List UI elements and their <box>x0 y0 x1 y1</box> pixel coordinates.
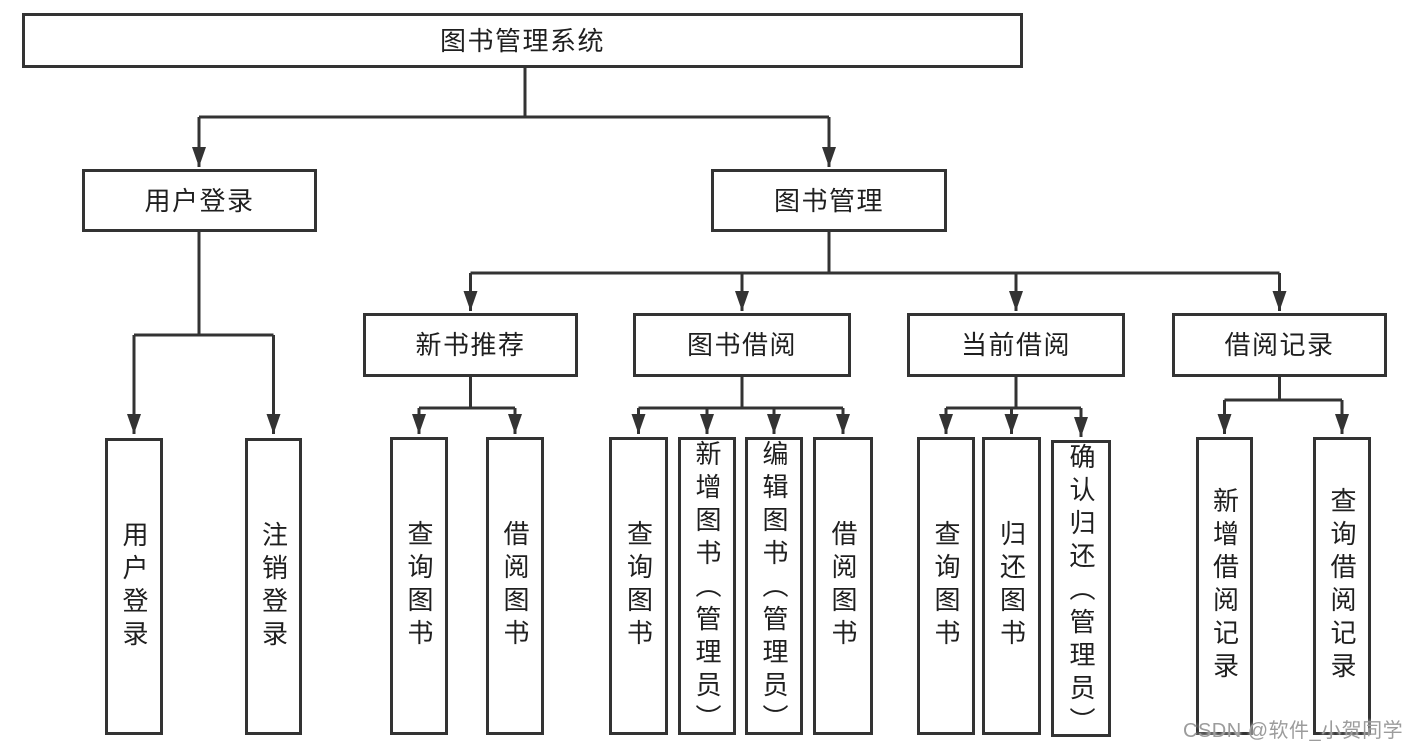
node-library-management-system: 图书管理系统 <box>22 13 1023 68</box>
node-borrowing-records: 借阅记录 <box>1172 313 1387 377</box>
node-query-borrow-record: 查询借阅记录 <box>1313 437 1371 735</box>
node-add-book-admin: 新增图书（管理员） <box>678 437 736 737</box>
node-return-books: 归还图书 <box>982 437 1041 735</box>
node-add-borrow-record: 新增借阅记录 <box>1196 437 1253 735</box>
node-confirm-return-admin: 确认归还（管理员） <box>1051 440 1111 740</box>
node-logout: 注销登录 <box>245 438 302 735</box>
node-query-books-current: 查询图书 <box>917 437 975 735</box>
node-query-books-borrowing: 查询图书 <box>609 437 668 735</box>
node-new-book-recommendation: 新书推荐 <box>363 313 578 377</box>
node-query-books-recommend: 查询图书 <box>390 437 448 735</box>
node-user-login: 用户登录 <box>105 438 163 735</box>
csdn-watermark: CSDN @软件_小贺同学 <box>1183 720 1404 742</box>
node-user-login-branch: 用户登录 <box>82 169 317 232</box>
node-edit-book-admin: 编辑图书（管理员） <box>745 437 803 737</box>
node-borrow-books: 借阅图书 <box>813 437 873 735</box>
node-book-borrowing: 图书借阅 <box>633 313 851 377</box>
node-borrow-books-recommend: 借阅图书 <box>486 437 544 735</box>
node-book-management: 图书管理 <box>711 169 947 232</box>
node-current-borrowing: 当前借阅 <box>907 313 1125 377</box>
